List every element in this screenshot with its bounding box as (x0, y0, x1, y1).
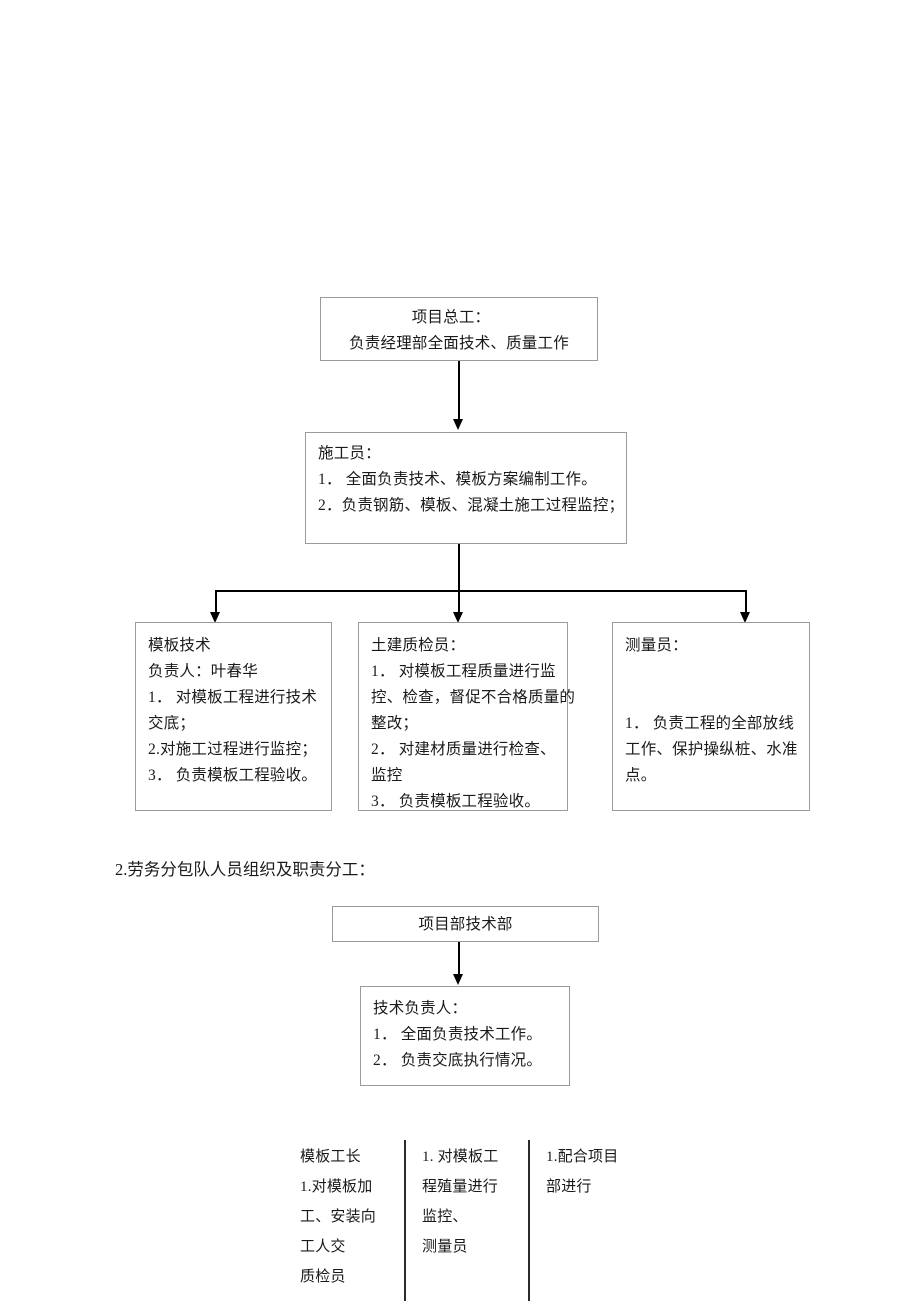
civil-inspector-item-1c: 整改； (371, 715, 419, 732)
civil-inspector-item-2b: 监控 (371, 767, 403, 784)
civil-inspector-item-2a: 2． 对建材质量进行检查、 (371, 741, 556, 758)
connector-drop-quality (458, 590, 460, 616)
connector-officer-bus (215, 590, 745, 592)
bcol2-line-1: 1. 对模板工 (422, 1149, 499, 1165)
arrowhead-drop-survey (740, 612, 750, 623)
bcol2-line-3: 监控、 (422, 1209, 468, 1225)
connector-drop-survey (745, 590, 747, 616)
node-civil-inspector: 土建质检员： 1． 对模板工程质量进行监 控、检查，督促不合格质量的 整改； 2… (358, 622, 575, 811)
arrowhead-drop-quality (453, 612, 463, 623)
connector-chief-to-officer (458, 361, 460, 421)
formwork-tech-owner: 负责人：叶春华 (148, 663, 258, 680)
tech-leader-title: 技术负责人： (373, 1000, 468, 1017)
formwork-tech-item-1b: 交底； (148, 715, 196, 732)
arrowhead-chief-to-officer (453, 419, 463, 430)
surveyor-item-1b: 工作、保护操纵桩、水准 (625, 741, 798, 758)
bottom-divider-2 (528, 1140, 530, 1301)
surveyor-spacer (625, 659, 809, 711)
bcol1-line-2: 1.对模板加 (300, 1179, 373, 1195)
formwork-tech-item-1a: 1． 对模板工程进行技术 (148, 689, 318, 706)
civil-inspector-title: 土建质检员： (371, 637, 466, 654)
connector-officer-stem (458, 544, 460, 591)
construction-officer-item-2: 2．负责钢筋、模板、混凝土施工过程监控； (318, 497, 625, 514)
arrowhead-drop-formwork (210, 612, 220, 623)
construction-officer-item-1: 1． 全面负责技术、模板方案编制工作。 (318, 471, 597, 488)
bcol1-line-5: 质检员 (300, 1269, 346, 1285)
node-surveyor: 测量员： 1． 负责工程的全部放线 工作、保护操纵桩、水准 点。 (612, 622, 810, 811)
formwork-tech-item-2: 2.对施工过程进行监控； (148, 741, 318, 758)
connector-dept-to-techlead (458, 942, 460, 976)
node-technical-leader: 技术负责人： 1． 全面负责技术工作。 2． 负责交底执行情况。 (360, 986, 570, 1086)
civil-inspector-item-3: 3． 负责模板工程验收。 (371, 793, 541, 810)
bcol2-line-2: 程殖量进行 (422, 1179, 499, 1195)
surveyor-item-1c: 点。 (625, 767, 657, 784)
bcol3-line-1: 1.配合项目 (546, 1149, 619, 1165)
formwork-tech-title: 模板技术 (148, 637, 211, 654)
node-civil-inspector-body: 土建质检员： 1． 对模板工程质量进行监 控、检查，督促不合格质量的 整改； 2… (359, 623, 576, 815)
construction-officer-title: 施工员： (318, 445, 381, 462)
node-technical-leader-body: 技术负责人： 1． 全面负责技术工作。 2． 负责交底执行情况。 (361, 987, 569, 1074)
bcol2-line-4: 测量员 (422, 1239, 468, 1255)
section-heading: 2.劳务分包队人员组织及职责分工： (115, 860, 375, 879)
bottom-column-cooperate-project: 1.配合项目 部进行 (546, 1142, 656, 1202)
project-tech-dept-title: 项目部技术部 (418, 916, 513, 933)
civil-inspector-item-1b: 控、检查，督促不合格质量的 (371, 689, 576, 706)
bottom-divider-1 (404, 1140, 406, 1301)
bottom-column-formwork-foreman: 模板工长 1.对模板加 工、安装向 工人交 质检员 (300, 1142, 400, 1292)
node-formwork-technician-body: 模板技术 负责人：叶春华 1． 对模板工程进行技术 交底； 2.对施工过程进行监… (136, 623, 331, 789)
node-construction-officer-body: 施工员： 1． 全面负责技术、模板方案编制工作。 2．负责钢筋、模板、混凝土施工… (306, 433, 626, 519)
civil-inspector-item-1a: 1． 对模板工程质量进行监 (371, 663, 556, 680)
bcol1-line-3: 工、安装向 (300, 1209, 377, 1225)
node-formwork-technician: 模板技术 负责人：叶春华 1． 对模板工程进行技术 交底； 2.对施工过程进行监… (135, 622, 332, 811)
node-surveyor-body: 测量员： 1． 负责工程的全部放线 工作、保护操纵桩、水准 点。 (613, 623, 809, 789)
surveyor-item-1a: 1． 负责工程的全部放线 (625, 715, 795, 732)
formwork-tech-item-3: 3． 负责模板工程验收。 (148, 767, 318, 784)
node-construction-officer: 施工员： 1． 全面负责技术、模板方案编制工作。 2．负责钢筋、模板、混凝土施工… (305, 432, 627, 544)
bottom-column-formwork-quantity: 1. 对模板工 程殖量进行 监控、 测量员 (422, 1142, 526, 1262)
bcol1-line-4: 工人交 (300, 1239, 346, 1255)
connector-drop-formwork (215, 590, 217, 616)
bcol3-line-2: 部进行 (546, 1179, 592, 1195)
chief-engineer-duty: 负责经理部全面技术、质量工作 (349, 335, 569, 352)
surveyor-title: 测量员： (625, 637, 688, 654)
node-project-tech-dept: 项目部技术部 (332, 906, 599, 942)
node-chief-engineer-body: 项目总工： 负责经理部全面技术、质量工作 (321, 298, 597, 357)
tech-leader-item-1: 1． 全面负责技术工作。 (373, 1026, 543, 1043)
node-project-tech-dept-body: 项目部技术部 (333, 907, 598, 938)
tech-leader-item-2: 2． 负责交底执行情况。 (373, 1052, 543, 1069)
bcol1-line-1: 模板工长 (300, 1149, 361, 1165)
chief-engineer-title: 项目总工： (411, 309, 491, 326)
node-chief-engineer: 项目总工： 负责经理部全面技术、质量工作 (320, 297, 598, 361)
arrowhead-dept-to-techlead (453, 974, 463, 985)
